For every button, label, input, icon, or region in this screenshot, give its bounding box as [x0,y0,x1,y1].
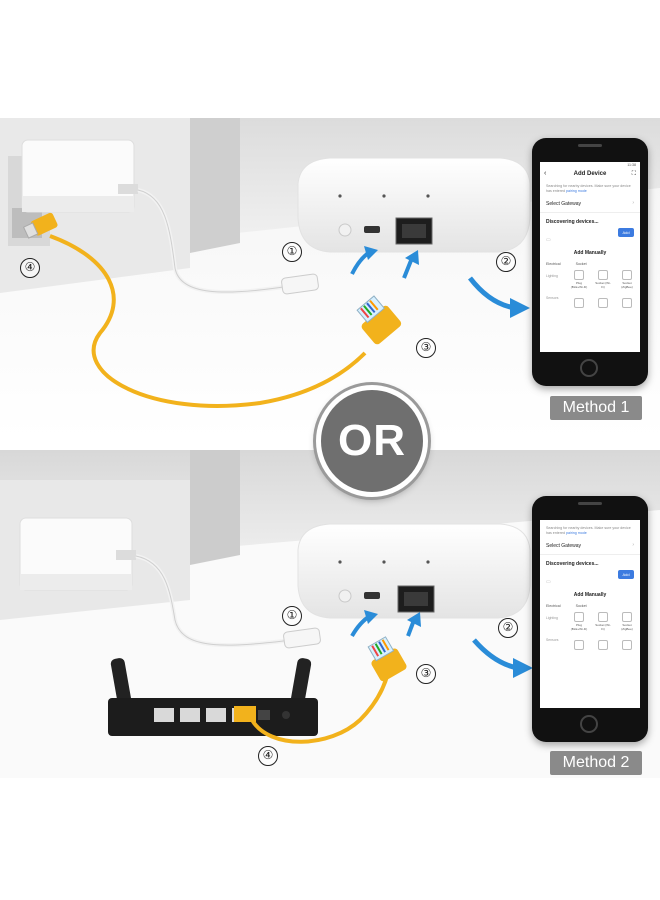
router [108,658,318,736]
device-tile[interactable] [570,640,588,651]
search-hint: Searching for nearby devices. Make sure … [546,184,631,193]
power-adapter [19,517,136,591]
screen-title: Add Device [573,171,607,177]
select-gateway-row[interactable]: Select Gateway› [540,196,640,213]
category-electrical[interactable]: Electrical [546,262,561,266]
chevron-right-icon: › [632,200,634,206]
step-2-marker: ② [496,252,516,272]
status-time: 11:38 [627,163,636,167]
device-tile[interactable]: Socket (Wi-Fi) [594,612,612,631]
step-4-marker: ④ [258,746,278,766]
usb-plug [281,273,319,295]
search-hint: Searching for nearby devices. Make sure … [546,526,631,535]
step-3-marker: ③ [416,338,436,358]
zigbee-hub [297,523,531,619]
discovering-label: Discovering devices... [546,219,599,225]
step-2-marker: ② [498,618,518,638]
phone-screen: Searching for nearby devices. Make sure … [540,520,640,708]
phone-speaker [578,144,602,147]
select-gateway-row[interactable]: Select Gateway› [540,538,640,555]
plug-icon [598,640,608,650]
pairing-mode-link[interactable]: pairing mode [565,531,587,535]
zigbee-hub [297,157,531,253]
plug-icon [574,270,584,280]
step-4-marker: ④ [20,258,40,278]
side-category-sensors[interactable]: Sensors [546,638,559,642]
scan-icon[interactable]: ⛶ [631,171,636,177]
plug-icon [622,612,632,622]
method-2-illustration: ① ② ③ ④ Searching for nearby devices. Ma… [0,450,660,778]
chevron-right-icon: › [632,542,634,548]
plug-icon [574,298,584,308]
device-placeholder-icon: ▭ [546,579,551,585]
phone-screen: 11:38 ‹ Add Device ⛶ Searching for nearb… [540,162,640,352]
usb-plug [283,627,321,649]
home-button [580,715,598,733]
wall-corner [190,118,240,253]
plug-icon [598,612,608,622]
device-tile[interactable] [594,298,612,309]
wall-corner [190,450,240,565]
side-category-lighting[interactable]: Lighting [546,274,558,278]
category-socket[interactable]: Socket [575,604,587,608]
power-adapter [21,139,138,213]
plug-icon [622,298,632,308]
add-button[interactable]: Add [618,570,634,579]
ethernet-plug-wall [22,212,58,239]
add-manually-heading: Add Manually [573,250,607,256]
usb-cable-outline [137,189,291,293]
home-button [580,359,598,377]
device-tile[interactable]: Plug (BLE+Wi-Fi) [570,270,588,289]
plug-icon [574,640,584,650]
phone-method-1: 11:38 ‹ Add Device ⛶ Searching for nearb… [532,138,648,386]
side-category-lighting[interactable]: Lighting [546,616,558,620]
discovering-label: Discovering devices... [546,561,599,567]
arrow-ethernet [402,257,414,279]
step-3-marker: ③ [416,664,436,684]
plug-icon [574,612,584,622]
pairing-mode-link[interactable]: pairing mode [565,189,587,193]
plug-icon [598,270,608,280]
device-tile[interactable] [570,298,588,309]
or-text: OR [338,416,406,465]
step-1-marker: ① [282,606,302,626]
or-divider-badge: OR [316,385,428,497]
step-1-marker: ① [282,242,302,262]
method-1-illustration: ① ② ③ ④ 11:38 ‹ Add Device ⛶ Searching f… [0,118,660,440]
ethernet-plug-hub [367,636,407,682]
usb-cable-outline [135,555,293,646]
category-electrical[interactable]: Electrical [546,604,561,608]
add-manually-heading: Add Manually [573,592,607,598]
device-tile[interactable] [594,640,612,651]
add-button[interactable]: Add [618,228,634,237]
device-tile[interactable]: Plug (BLE+Wi-Fi) [570,612,588,631]
plug-icon [598,298,608,308]
device-tile[interactable] [618,640,636,651]
plug-icon [622,640,632,650]
device-tile[interactable]: Socket (Wi-Fi) [594,270,612,289]
category-socket[interactable]: Socket [575,262,587,266]
plug-icon [622,270,632,280]
ethernet-plug-hub [356,295,402,345]
ethernet-cable [49,234,367,408]
device-tile[interactable]: Socket (ZigBee) [618,270,636,289]
device-tile[interactable] [618,298,636,309]
device-placeholder-icon: ▭ [546,237,551,243]
back-icon[interactable]: ‹ [544,170,547,177]
device-tile[interactable]: Socket (ZigBee) [618,612,636,631]
method-1-label: Method 1 [550,396,642,420]
method-2-label: Method 2 [550,751,642,775]
side-category-sensors[interactable]: Sensors [546,296,559,300]
phone-speaker [578,502,602,505]
phone-method-2: Searching for nearby devices. Make sure … [532,496,648,742]
